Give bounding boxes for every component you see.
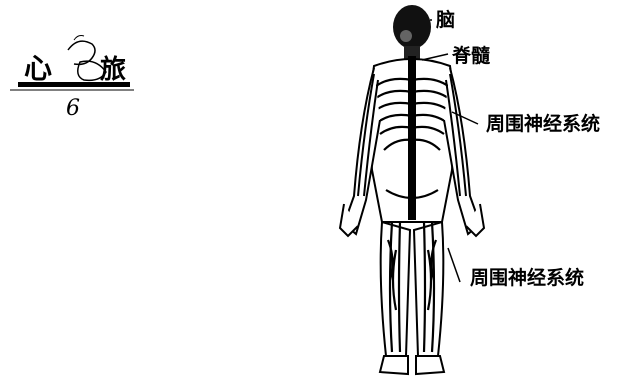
logo-char-lv: 旅 (100, 55, 126, 85)
section-logo: 心 旅 6 (8, 32, 138, 122)
logo-artwork: 心 旅 (8, 32, 138, 102)
label-brain: 脑 (436, 11, 455, 30)
logo-char-xin: 心 (24, 52, 52, 85)
label-peripheral-nervous-system-upper: 周围神经系统 (486, 115, 600, 134)
page-number: 6 (66, 96, 80, 121)
label-peripheral-nervous-system-lower: 周围神经系统 (470, 269, 584, 288)
label-spinal-cord: 脊髓 (452, 47, 490, 66)
